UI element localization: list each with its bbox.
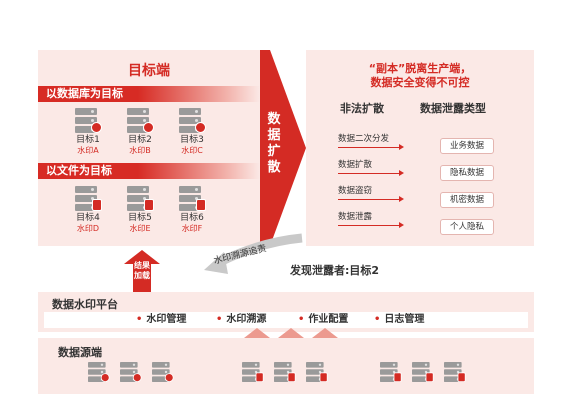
source-file-server-icon xyxy=(274,362,296,383)
illegal-item: 数据盗窃 xyxy=(338,186,373,196)
leak-type-tag: 业务数据 xyxy=(440,138,494,154)
source-file-server-icon xyxy=(242,362,264,383)
result-label-line-2: 加载 xyxy=(134,271,150,280)
red-arrow-icon xyxy=(338,144,404,150)
source-title: 数据源端 xyxy=(58,346,102,359)
file-server-icon xyxy=(127,186,154,212)
source-document-server-icon xyxy=(380,362,402,383)
illegal-spread-header: 非法扩散 xyxy=(340,102,384,115)
target-watermark: 水印B xyxy=(129,146,151,155)
platform-module-bar xyxy=(44,312,528,328)
result-load-label: 结果 加载 xyxy=(128,261,156,281)
leak-type-tag: 机密数据 xyxy=(440,192,494,208)
illegal-item: 数据二次分发 xyxy=(338,134,390,144)
module-log-management[interactable]: 日志管理 xyxy=(374,313,424,327)
band-file-target: 以文件为目标 xyxy=(38,163,260,179)
platform-title: 数据水印平台 xyxy=(52,298,118,311)
target-watermark: 水印A xyxy=(77,146,99,155)
illegal-item: 数据泄露 xyxy=(338,212,373,222)
module-watermark-trace[interactable]: 水印溯源 xyxy=(216,313,266,327)
target-item-2[interactable]: 目标2 水印B xyxy=(118,108,162,156)
leak-type-tag: 隐私数据 xyxy=(440,165,494,181)
database-server-icon xyxy=(75,108,102,134)
module-watermark-management[interactable]: 水印管理 xyxy=(136,313,186,327)
source-database-icon xyxy=(152,362,174,383)
target-watermark: 水印F xyxy=(181,224,203,233)
target-item-3[interactable]: 目标3 水印C xyxy=(170,108,214,156)
target-name: 目标1 xyxy=(76,135,100,145)
discover-leaker-text: 发现泄露者:目标2 xyxy=(290,264,380,277)
leak-headline-line-1: “副本”脱离生产端， xyxy=(368,62,472,75)
source-database-icon xyxy=(88,362,110,383)
source-document-server-icon xyxy=(412,362,434,383)
target-name: 目标4 xyxy=(76,213,100,223)
target-item-5[interactable]: 目标5 水印E xyxy=(118,186,162,234)
target-item-6[interactable]: 目标6 水印F xyxy=(170,186,214,234)
spread-label: 数据扩散 xyxy=(267,112,281,175)
spread-arrow-icon xyxy=(260,50,306,246)
source-database-icon xyxy=(120,362,142,383)
database-server-icon xyxy=(179,108,206,134)
target-watermark: 水印D xyxy=(76,224,100,233)
database-server-icon xyxy=(127,108,154,134)
target-name: 目标5 xyxy=(128,213,152,223)
band-database-target: 以数据库为目标 xyxy=(38,86,260,102)
red-arrow-icon xyxy=(338,196,404,202)
target-name: 目标2 xyxy=(128,135,152,145)
trace-arrow-icon xyxy=(204,233,303,274)
target-panel xyxy=(38,50,260,246)
result-load-arrow-icon xyxy=(124,250,160,292)
illegal-item: 数据扩散 xyxy=(338,160,373,170)
leak-headline-line-2: 数据安全变得不可控 xyxy=(370,76,470,89)
leak-type-tag: 个人隐私 xyxy=(440,219,494,235)
target-watermark: 水印E xyxy=(129,224,151,233)
leak-panel xyxy=(306,50,534,246)
target-watermark: 水印C xyxy=(181,146,203,155)
result-label-line-1: 结果 xyxy=(134,261,150,270)
red-arrow-icon xyxy=(338,170,404,176)
target-name: 目标6 xyxy=(180,213,204,223)
red-arrow-icon xyxy=(338,222,404,228)
source-document-server-icon xyxy=(444,362,466,383)
target-title: 目标端 xyxy=(128,63,170,79)
target-item-4[interactable]: 目标4 水印D xyxy=(66,186,110,234)
source-file-server-icon xyxy=(306,362,328,383)
module-job-config[interactable]: 作业配置 xyxy=(298,313,348,327)
target-item-1[interactable]: 目标1 水印A xyxy=(66,108,110,156)
leak-headline: “副本”脱离生产端， 数据安全变得不可控 xyxy=(306,62,534,90)
file-server-icon xyxy=(179,186,206,212)
target-name: 目标3 xyxy=(180,135,204,145)
leak-types-header: 数据泄露类型 xyxy=(420,102,486,115)
file-server-icon xyxy=(75,186,102,212)
